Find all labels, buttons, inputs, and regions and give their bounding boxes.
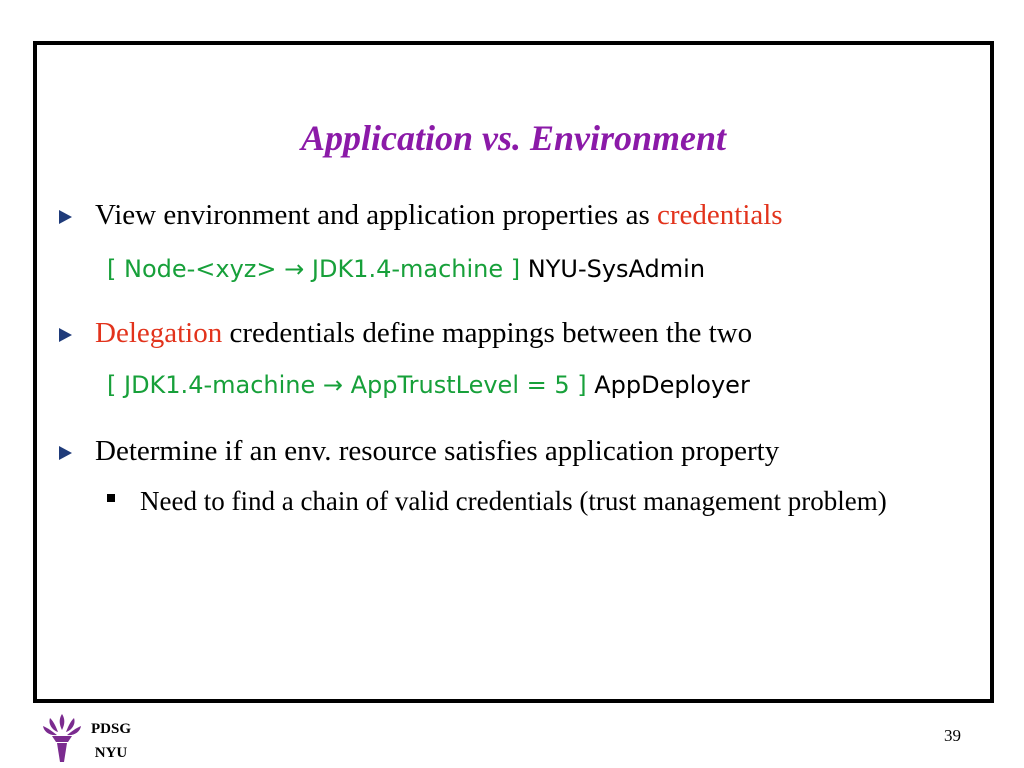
footer-org-line: PDSG — [91, 721, 132, 737]
credential-issuer: NYU-SysAdmin — [520, 255, 706, 283]
triangle-bullet-icon — [59, 446, 72, 460]
bullet-text: Determine if an env. resource satisfies … — [95, 435, 780, 467]
footer-org-line: NYU — [94, 745, 128, 761]
highlight-word: Delegation — [95, 317, 223, 349]
page-number: 39 — [944, 726, 961, 745]
nyu-torch-icon — [43, 714, 81, 762]
credential-issuer: AppDeployer — [586, 371, 750, 399]
bullet-text: Delegation credentials define mappings b… — [95, 317, 752, 350]
triangle-bullet-icon — [59, 210, 72, 224]
bullet-text: View environment and application propert… — [95, 199, 783, 232]
square-bullet-icon — [107, 494, 115, 502]
highlight-word: credentials — [656, 199, 783, 231]
credential-line-1: [ Node-<xyz> → JDK1.4-machine ] NYU-SysA… — [107, 255, 705, 283]
credential-line-2: [ JDK1.4-machine → AppTrustLevel = 5 ] A… — [107, 371, 750, 399]
credential-mapping: [ JDK1.4-machine → AppTrustLevel = 5 ] — [107, 371, 587, 399]
bullet-text-part: View environment and application propert… — [95, 199, 657, 231]
sub-bullet-text: Need to find a chain of valid credential… — [140, 486, 887, 516]
bullet-text-part: credentials define mappings between the … — [222, 317, 753, 349]
credential-mapping: [ Node-<xyz> → JDK1.4-machine ] — [107, 255, 521, 283]
footer-org: PDSG NYU — [91, 717, 131, 765]
slide-frame: Application vs. Environment View environ… — [33, 41, 994, 703]
slide-title: Application vs. Environment — [300, 118, 727, 158]
triangle-bullet-icon — [59, 328, 72, 342]
